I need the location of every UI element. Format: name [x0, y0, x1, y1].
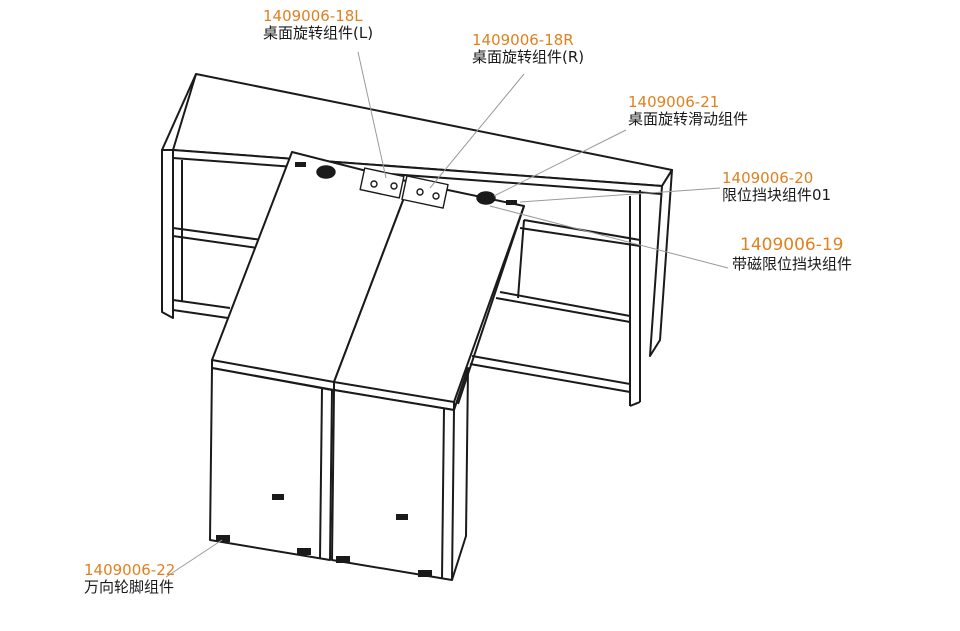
part-number-label: 1409006-18R: [472, 31, 574, 49]
callout-stop-01: 1409006-20 限位挡块组件01: [722, 169, 832, 205]
part-number-label: 1409006-18L: [263, 7, 363, 25]
part-name-label: 限位挡块组件01: [722, 186, 832, 205]
part-name-label: 万向轮脚组件: [84, 578, 175, 597]
leader-lines: [165, 51, 729, 578]
caster-wheel-icon: [216, 535, 230, 542]
part-number-label: 1409006-22: [84, 561, 176, 579]
callout-caster: 1409006-22 万向轮脚组件: [84, 561, 176, 597]
stop-block-icon: [295, 162, 306, 167]
part-name-label: 桌面旋转滑动组件: [628, 110, 749, 129]
part-name-label: 带磁限位挡块组件: [732, 254, 853, 273]
part-number-label: 1409006-20: [722, 169, 814, 187]
front-desk: [209, 151, 525, 581]
rotation-plate-right-icon: [401, 175, 449, 209]
part-number-label: 1409006-21: [628, 93, 720, 111]
callout-magnetic-stop: 1409006-19 带磁限位挡块组件: [732, 235, 853, 273]
callout-rotation-slide: 1409006-21 桌面旋转滑动组件: [628, 93, 749, 129]
swivel-knob-left-icon: [316, 165, 336, 179]
right-cabinet: [331, 389, 455, 581]
back-desk-right-side: [649, 169, 673, 357]
part-name-label: 桌面旋转组件(L): [263, 24, 374, 43]
callout-rotation-left: 1409006-18L 桌面旋转组件(L): [263, 7, 374, 43]
part-number-label: 1409006-19: [740, 235, 844, 255]
swivel-knob-right-icon: [476, 191, 496, 205]
back-desk-left-side: [161, 149, 174, 319]
part-name-label: 桌面旋转组件(R): [472, 48, 585, 67]
magnetic-stop-icon: [272, 494, 284, 500]
left-cabinet: [209, 367, 333, 561]
callout-rotation-right: 1409006-18R 桌面旋转组件(R): [472, 31, 585, 67]
